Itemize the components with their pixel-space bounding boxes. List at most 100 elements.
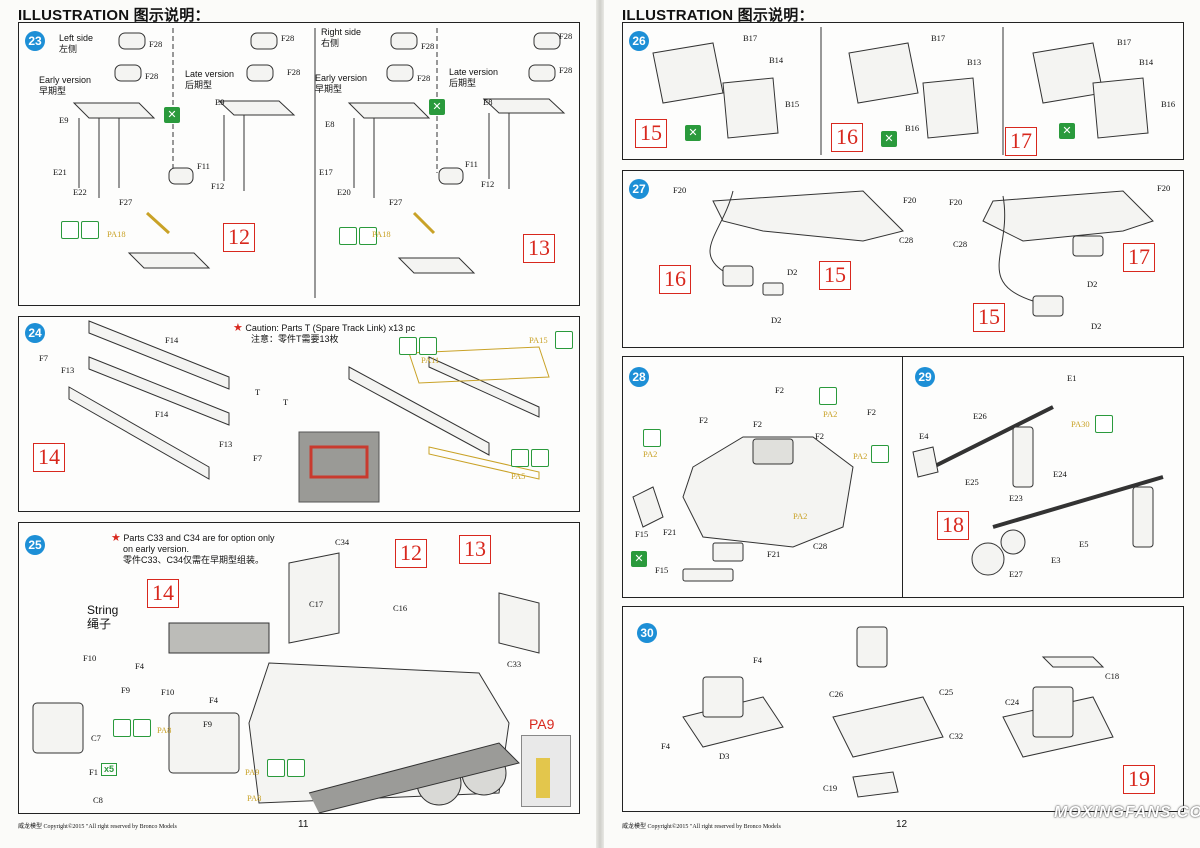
part-label: F28 [145, 71, 159, 81]
part-label: F9 [203, 719, 212, 729]
copyright-right: 威龙模型 Copyright©2015 "All right reserved … [622, 824, 781, 830]
caution-note: ★ Caution: Parts T (Spare Track Link) x1… [233, 323, 415, 334]
late-version-label: Late version [185, 69, 235, 79]
glue-icon [399, 337, 417, 355]
box-number: 14 [147, 579, 179, 608]
box-number: 12 [223, 223, 255, 252]
step-28-drawing [632, 436, 854, 582]
part-label: E9 [215, 97, 225, 107]
box-number: 13 [459, 535, 491, 564]
page-number-right: 12 [896, 819, 908, 830]
part-label: E23 [1009, 493, 1023, 503]
paint-icon [555, 331, 573, 349]
part-label: F7 [39, 353, 48, 363]
box-number: 14 [33, 443, 65, 472]
paint-icon [819, 387, 837, 405]
option-note-cn: 零件C33、C34仅需在早期型组装。 [123, 555, 265, 565]
part-label: F2 [775, 385, 784, 395]
paint-icon [133, 719, 151, 737]
part-label: B17 [931, 33, 946, 43]
early-version-label-2: Early version [315, 73, 368, 83]
part-label: C28 [899, 235, 914, 245]
early-version-label-2-cn: 早期型 [315, 84, 343, 94]
box-number: 18 [937, 511, 969, 540]
paint-icon [1095, 415, 1113, 433]
cement-icon: ✕ [685, 125, 701, 141]
late-version-label-2-cn: 后期型 [449, 78, 477, 88]
cement-icon: ✕ [429, 99, 445, 115]
part-label: E27 [1009, 569, 1023, 579]
paint-ref: PA18 [107, 229, 126, 239]
paint-ref: PA2 [793, 511, 808, 521]
part-label: T [255, 387, 261, 397]
part-label: F2 [815, 431, 824, 441]
part-label: F15 [635, 529, 649, 539]
paint-ref: PA11 [421, 355, 440, 365]
string-label-cn: 绳子 [87, 617, 112, 631]
step-number: 25 [25, 535, 45, 555]
part-label: F13 [219, 439, 233, 449]
star-icon: ★ [111, 532, 121, 544]
watermark: MOXINGFANS.COM [1054, 804, 1200, 821]
part-label: E21 [53, 167, 67, 177]
part-label: E1 [1067, 373, 1077, 383]
part-label: F15 [655, 565, 669, 575]
page-gutter [596, 0, 604, 848]
part-label: F20 [1157, 183, 1171, 193]
box-number: 15 [973, 303, 1005, 332]
part-label: E5 [1079, 539, 1089, 549]
part-label: F11 [197, 161, 210, 171]
part-label: F13 [61, 365, 75, 375]
part-label: B14 [769, 55, 784, 65]
pa9-detail-label: PA9 [529, 716, 555, 732]
part-label: B15 [785, 99, 800, 109]
part-label: F28 [149, 39, 163, 49]
step-29-panel: 29 18 PA30 E1 E26 E4 E25 E23 E24 E5 E3 E… [902, 356, 1184, 598]
step-25-panel: 25 ★ Parts C33 and C34 are for option on… [18, 522, 580, 814]
paint-ref: PA2 [643, 449, 658, 459]
paint-icon [287, 759, 305, 777]
cement-icon: ✕ [631, 551, 647, 567]
part-label: F20 [903, 195, 917, 205]
glue-icon [267, 759, 285, 777]
paint-icon [531, 449, 549, 467]
part-label: C33 [507, 659, 522, 669]
step-24-drawing [68, 320, 550, 503]
part-label: C32 [949, 731, 964, 741]
step-23-drawing [72, 28, 566, 298]
paint-ref: PA15 [529, 335, 548, 345]
caution-note-cn: 注意：零件T需要13枚 [251, 334, 339, 344]
part-label: E8 [483, 97, 493, 107]
step-29-drawing [912, 405, 1164, 576]
part-label: D2 [1087, 279, 1098, 289]
caution-text: Caution: Parts T (Spare Track Link) x13 … [245, 323, 416, 333]
paint-ref: PA30 [1071, 419, 1090, 429]
box-number: 16 [659, 265, 691, 294]
part-label: F28 [287, 67, 301, 77]
paint-ref: PA8 [157, 725, 172, 735]
part-label: B16 [1161, 99, 1176, 109]
step-24-panel: 24 ★ Caution: Parts T (Spare Track Link)… [18, 316, 580, 512]
paint-ref: PA2 [853, 451, 868, 461]
part-label: B13 [967, 57, 982, 67]
step-25-drawing [32, 552, 540, 813]
step-30-drawing [682, 626, 1114, 798]
part-label: E24 [1053, 469, 1067, 479]
header-right: ILLUSTRATION 图示说明： [622, 7, 814, 24]
glue-icon [339, 227, 357, 245]
part-label: F2 [753, 419, 762, 429]
part-label: D2 [1091, 321, 1102, 331]
part-label: F14 [165, 335, 179, 345]
step-26-panel: 26 15 16 17 ✕ ✕ ✕ B17 B14 B15 B17 B13 B1… [622, 22, 1184, 160]
glue-icon [61, 221, 79, 239]
box-number: 13 [523, 234, 555, 263]
paint-ref: PA2 [823, 409, 838, 419]
part-label: E4 [919, 431, 929, 441]
pa9-detail-highlight [536, 758, 550, 798]
part-label: F10 [83, 653, 97, 663]
part-label: F9 [121, 685, 130, 695]
step-30-panel: 30 19 F4 F4 D3 C26 C25 C32 C19 C24 C18 [622, 606, 1184, 812]
part-label: F27 [389, 197, 403, 207]
part-label: E26 [973, 411, 987, 421]
part-label: C18 [1105, 671, 1120, 681]
